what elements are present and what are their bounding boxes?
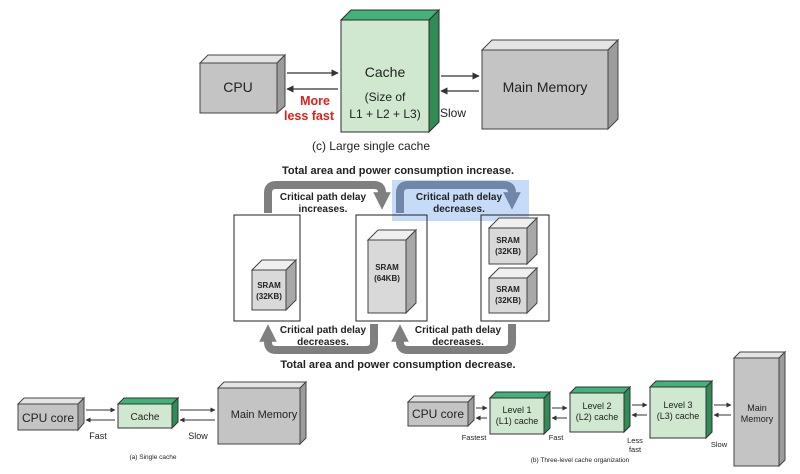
br-l2-line2: (L2) cache — [576, 412, 619, 422]
sram-middle-size: (64KB) — [374, 274, 400, 283]
top-main-memory-label: Main Memory — [503, 79, 588, 95]
upper-decrease-line1: Critical path delay — [416, 192, 503, 203]
panel-single-64kb — [355, 214, 428, 322]
br-l3-line2: (L3) cache — [657, 411, 700, 421]
panel-single-32kb — [233, 214, 301, 322]
br-main-memory-block: Main Memory — [732, 350, 787, 468]
lower-left-line1: Critical path delay — [280, 325, 367, 336]
bl-slow: Slow — [188, 431, 208, 441]
sram-64kb: SRAM (64KB) — [366, 228, 418, 315]
top-cpu-block: CPU — [198, 53, 287, 115]
top-speed-less-fast: less fast — [284, 109, 335, 123]
sram-32kb-right-bottom: SRAM (32KB) — [487, 266, 539, 315]
top-caption: (c) Large single cache — [312, 139, 430, 153]
sram-left-size: (32KB) — [256, 292, 282, 301]
bl-cpu-block: CPU core — [16, 396, 86, 432]
top-cache-block: Cache (Size of L1 + L2 + L3) — [339, 8, 441, 134]
sram-left-label: SRAM — [257, 281, 281, 290]
br-main-line2: Memory — [741, 414, 774, 424]
top-speed-more: More — [300, 94, 330, 108]
bl-main-memory-label: Main Memory — [231, 409, 298, 421]
top-cache-size-line2: L1 + L2 + L3) — [349, 107, 420, 121]
top-cache-size-line1: (Size of — [365, 90, 406, 104]
top-section: CPU Cache (Size of L1 + L2 + L3) Main Me… — [198, 8, 620, 153]
br-l1-line1: Level 1 — [502, 405, 531, 415]
bl-main-memory-block: Main Memory — [216, 380, 308, 446]
lower-right-line1: Critical path delay — [415, 325, 502, 336]
br-l2-line1: Level 2 — [582, 401, 611, 411]
br-cpu-label: CPU core — [412, 407, 464, 421]
top-cpu-label: CPU — [223, 79, 253, 95]
sram-32kb-left: SRAM (32KB) — [250, 258, 298, 312]
br-l3-line1: Level 3 — [663, 400, 692, 410]
sram-right-bottom-size: (32KB) — [495, 296, 521, 305]
lower-left-line2: decreases. — [297, 337, 349, 348]
bl-cache-label: Cache — [131, 412, 160, 423]
arrow-increase-upper — [264, 181, 391, 213]
bl-cache-block: Cache — [116, 396, 180, 430]
upper-increase-line2: increases. — [299, 204, 348, 215]
middle-top-label: Total area and power consumption increas… — [282, 165, 514, 177]
br-l1-block: Level 1 (L1) cache — [488, 390, 552, 436]
arrow-decrease-lower-right — [391, 324, 516, 354]
br-slow: Slow — [711, 440, 728, 449]
br-less-line2: fast — [629, 445, 642, 454]
lower-right-line2: decreases. — [432, 337, 484, 348]
br-caption: (b) Three-level cache organization — [531, 457, 630, 464]
middle-section: Total area and power consumption increas… — [233, 165, 550, 371]
sram-right-top-size: (32KB) — [495, 247, 521, 256]
sram-32kb-right-top: SRAM (32KB) — [487, 216, 539, 266]
sram-middle-label: SRAM — [375, 263, 399, 272]
middle-bottom-label: Total area and power consumption decreas… — [280, 359, 515, 371]
bottom-right-section: CPU core Level 1 (L1) cache Level 2 (L2)… — [406, 350, 787, 468]
top-main-memory-block: Main Memory — [480, 38, 620, 131]
br-less-line1: Less — [627, 436, 643, 445]
br-fast: Fast — [549, 433, 565, 442]
bl-caption: (a) Single cache — [130, 454, 177, 461]
br-main-line1: Main — [747, 403, 767, 413]
sram-right-top-label: SRAM — [496, 236, 520, 245]
panel-dual-32kb — [480, 214, 550, 322]
arrow-decrease-upper — [396, 181, 521, 213]
arrow-decrease-lower-left — [259, 324, 378, 354]
upper-increase-line1: Critical path delay — [280, 192, 367, 203]
top-cache-title: Cache — [365, 64, 406, 80]
sram-right-bottom-label: SRAM — [496, 285, 520, 294]
br-l1-line2: (L1) cache — [496, 416, 539, 426]
top-speed-slow: Slow — [440, 106, 466, 120]
upper-decrease-line2: decreases. — [433, 204, 485, 215]
br-l2-block: Level 2 (L2) cache — [568, 385, 632, 434]
br-cpu-block: CPU core — [406, 394, 476, 428]
bottom-left-section: CPU core Cache Main Memory Fast Slow (a)… — [16, 380, 308, 461]
br-l3-block: Level 3 (L3) cache — [648, 379, 714, 440]
br-fastest: Fastest — [462, 433, 488, 442]
bl-fast: Fast — [89, 431, 107, 441]
bl-cpu-label: CPU core — [22, 411, 74, 425]
